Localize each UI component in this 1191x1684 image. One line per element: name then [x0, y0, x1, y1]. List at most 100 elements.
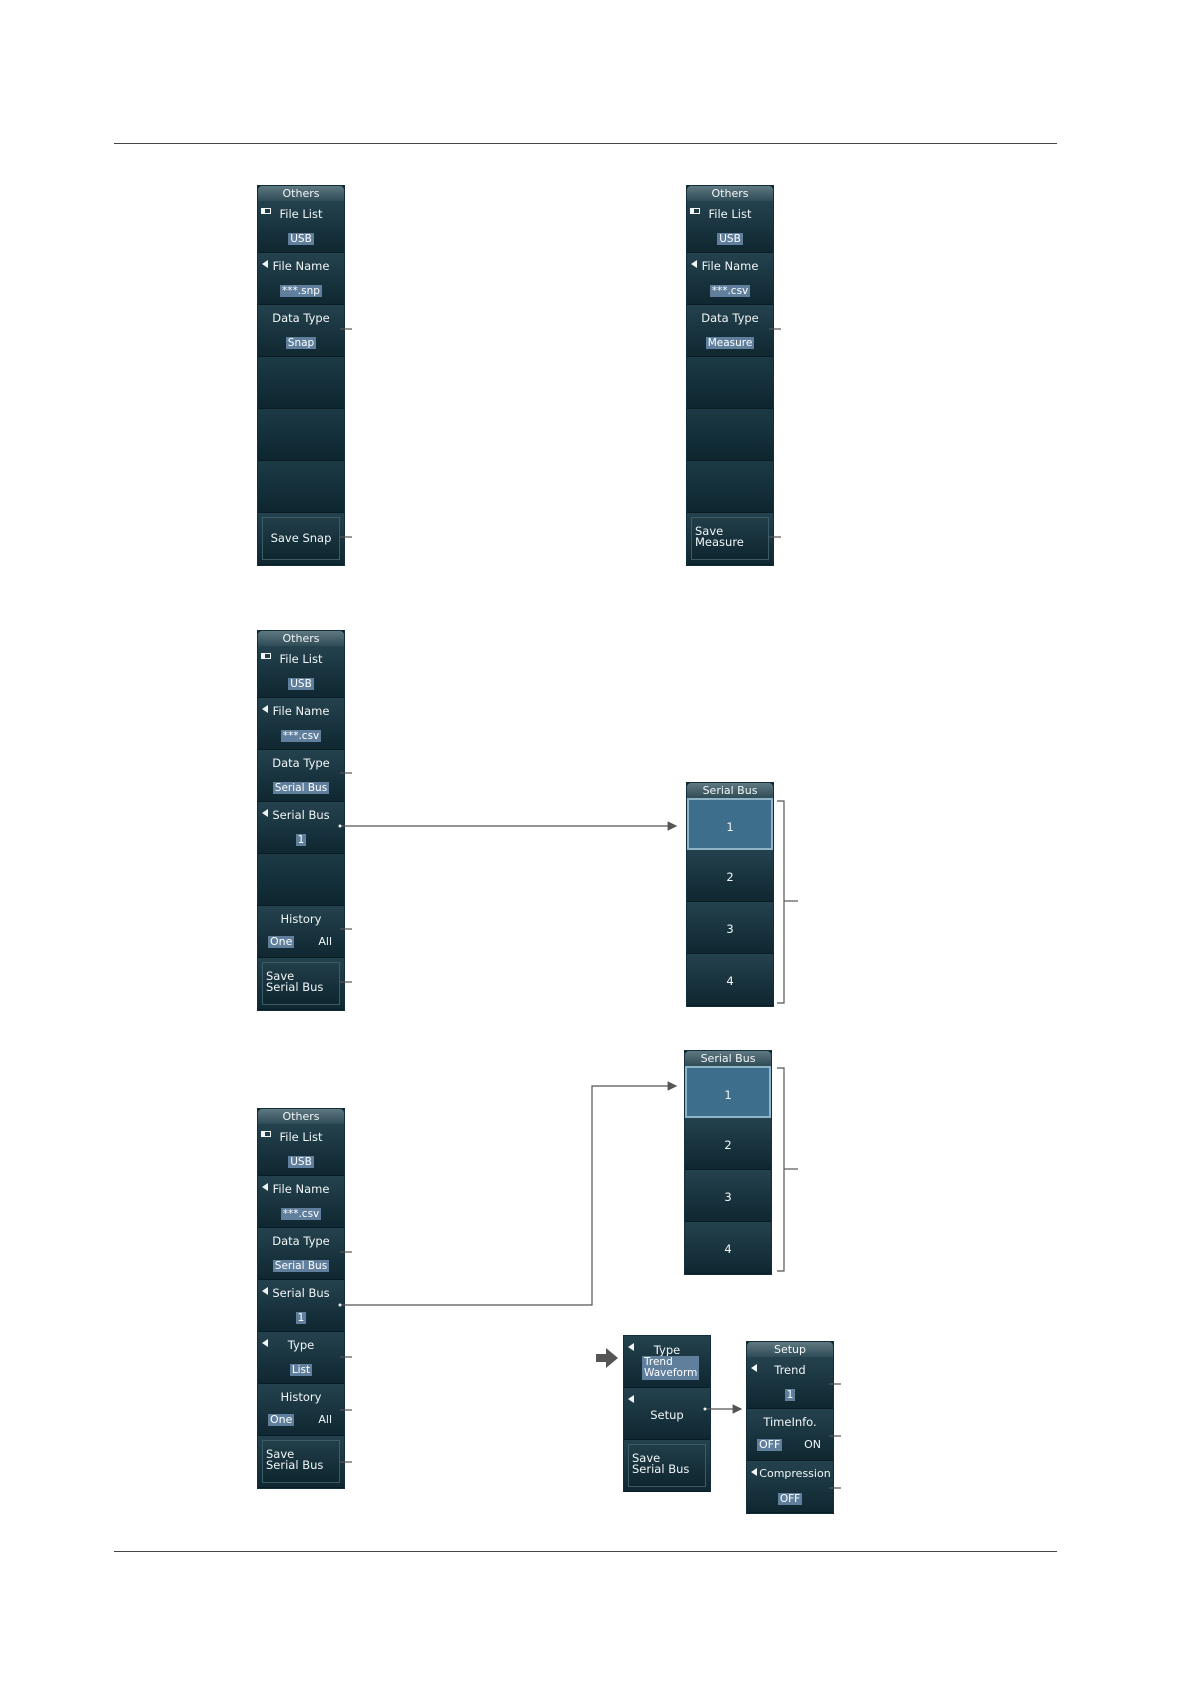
- item-label: 4: [724, 1242, 732, 1256]
- file-list-softkey[interactable]: File List USB: [258, 201, 344, 253]
- serial-bus-connector: [340, 1081, 678, 1306]
- file-name-softkey[interactable]: File Name ***.snp: [258, 253, 344, 305]
- save-measure-label: Save Measure: [695, 524, 744, 548]
- timeinfo-on-option: ON: [804, 1438, 821, 1451]
- arrow-left-icon: [628, 1395, 634, 1403]
- empty-softkey: [258, 461, 344, 513]
- empty-softkey: [258, 854, 344, 906]
- menu-title: Serial Bus: [685, 1051, 771, 1066]
- item-label: 3: [726, 922, 734, 936]
- data-type-value: Serial Bus: [272, 782, 330, 794]
- save-serial-bus-label: Save Serial Bus: [266, 970, 324, 994]
- menu-title: Serial Bus: [687, 783, 773, 798]
- bracket: [777, 1067, 785, 1272]
- history-all-option: All: [318, 935, 332, 948]
- serial-bus-item-3[interactable]: 3: [687, 902, 773, 954]
- pointer-arrow-icon: [596, 1348, 618, 1368]
- folder-icon: [690, 208, 700, 214]
- type-softkey[interactable]: Type Trend Waveform: [624, 1336, 710, 1388]
- type-label: Type: [287, 1338, 315, 1352]
- data-type-label: Data Type: [272, 1234, 330, 1248]
- serial-bus-softkey[interactable]: Serial Bus 1: [258, 1280, 344, 1332]
- save-serial-bus-button[interactable]: Save Serial Bus: [258, 1436, 344, 1488]
- save-measure-button[interactable]: Save Measure: [687, 513, 773, 565]
- serial-bus-select-menu: Serial Bus 1 2 3 4: [686, 782, 774, 1007]
- setup-label: Setup: [650, 1408, 684, 1422]
- file-name-label: File Name: [701, 259, 759, 273]
- data-type-softkey[interactable]: Data Type Serial Bus: [258, 1228, 344, 1280]
- save-serial-bus-button[interactable]: Save Serial Bus: [624, 1440, 710, 1492]
- leader-dot: [703, 1407, 707, 1411]
- file-name-softkey[interactable]: File Name ***.csv: [258, 698, 344, 750]
- serial-bus-label: Serial Bus: [272, 808, 330, 822]
- others-menu-snap: Others File List USB File Name ***.snp D…: [257, 185, 345, 566]
- data-type-label: Data Type: [272, 311, 330, 325]
- file-list-softkey[interactable]: File List USB: [258, 646, 344, 698]
- file-list-value: USB: [288, 1156, 314, 1168]
- data-type-softkey[interactable]: Data Type Serial Bus: [258, 750, 344, 802]
- menu-title: Others: [258, 1109, 344, 1124]
- save-line1: Save: [266, 1447, 295, 1461]
- serial-bus-item-4[interactable]: 4: [687, 954, 773, 1006]
- setup-softkey[interactable]: Setup: [624, 1388, 710, 1440]
- item-label: 1: [726, 820, 734, 834]
- item-label: 2: [724, 1138, 732, 1152]
- history-softkey[interactable]: History One All: [258, 906, 344, 958]
- trend-softkey[interactable]: Trend 1: [747, 1357, 833, 1409]
- item-label: 1: [724, 1088, 732, 1102]
- data-type-softkey[interactable]: Data Type Snap: [258, 305, 344, 357]
- folder-icon: [261, 208, 271, 214]
- serial-bus-item-1[interactable]: 1: [685, 1066, 771, 1118]
- save-serial-bus-button[interactable]: Save Serial Bus: [258, 958, 344, 1010]
- serial-bus-item-4[interactable]: 4: [685, 1222, 771, 1274]
- save-serial-bus-label: Save Serial Bus: [266, 1447, 324, 1472]
- file-name-label: File Name: [272, 1182, 330, 1196]
- arrow-left-icon: [262, 705, 268, 713]
- serial-bus-item-2[interactable]: 2: [687, 850, 773, 902]
- arrow-left-icon: [262, 260, 268, 268]
- arrow-left-icon: [628, 1343, 634, 1351]
- empty-softkey: [258, 409, 344, 461]
- compression-label: Compression: [759, 1467, 831, 1480]
- file-list-value: USB: [717, 233, 743, 245]
- leader-dot: [338, 1303, 342, 1307]
- file-list-softkey[interactable]: File List USB: [687, 201, 773, 253]
- bracket: [777, 800, 785, 1004]
- data-type-label: Data Type: [701, 311, 759, 325]
- file-name-softkey[interactable]: File Name ***.csv: [258, 1176, 344, 1228]
- data-type-softkey[interactable]: Data Type Measure: [687, 305, 773, 357]
- menu-title: Others: [687, 186, 773, 201]
- serial-bus-item-2[interactable]: 2: [685, 1118, 771, 1170]
- serial-bus-value: 1: [295, 834, 307, 846]
- history-softkey[interactable]: History One All: [258, 1384, 344, 1436]
- serial-bus-softkey[interactable]: Serial Bus 1: [258, 802, 344, 854]
- timeinfo-label: TimeInfo.: [763, 1415, 817, 1429]
- timeinfo-softkey[interactable]: TimeInfo. OFF ON: [747, 1409, 833, 1461]
- type-trend-menu: Type Trend Waveform Setup Save Serial Bu…: [623, 1335, 711, 1492]
- file-name-label: File Name: [272, 259, 330, 273]
- file-list-label: File List: [279, 652, 323, 666]
- file-list-value: USB: [288, 678, 314, 690]
- save-line1: Save: [695, 524, 724, 538]
- type-value-line1: Trend: [644, 1356, 673, 1368]
- item-label: 2: [726, 870, 734, 884]
- empty-softkey: [258, 357, 344, 409]
- menu-title: Setup: [747, 1342, 833, 1357]
- file-name-softkey[interactable]: File Name ***.csv: [687, 253, 773, 305]
- menu-title: Others: [258, 631, 344, 646]
- top-rule: [114, 143, 1057, 144]
- save-line2: Serial Bus: [266, 1458, 324, 1472]
- trend-label: Trend: [774, 1363, 806, 1377]
- compression-softkey[interactable]: Compression OFF: [747, 1461, 833, 1513]
- type-value: Trend Waveform: [642, 1356, 700, 1380]
- leader-dot: [338, 824, 342, 828]
- others-menu-serial-bus-type: Others File List USB File Name ***.csv D…: [257, 1108, 345, 1489]
- serial-bus-item-1[interactable]: 1: [687, 798, 773, 850]
- type-softkey[interactable]: Type List: [258, 1332, 344, 1384]
- serial-bus-item-3[interactable]: 3: [685, 1170, 771, 1222]
- serial-bus-select-menu: Serial Bus 1 2 3 4: [684, 1050, 772, 1275]
- arrow-left-icon: [751, 1364, 757, 1372]
- save-line2: Serial Bus: [266, 980, 324, 994]
- file-list-softkey[interactable]: File List USB: [258, 1124, 344, 1176]
- save-snap-button[interactable]: Save Snap: [258, 513, 344, 565]
